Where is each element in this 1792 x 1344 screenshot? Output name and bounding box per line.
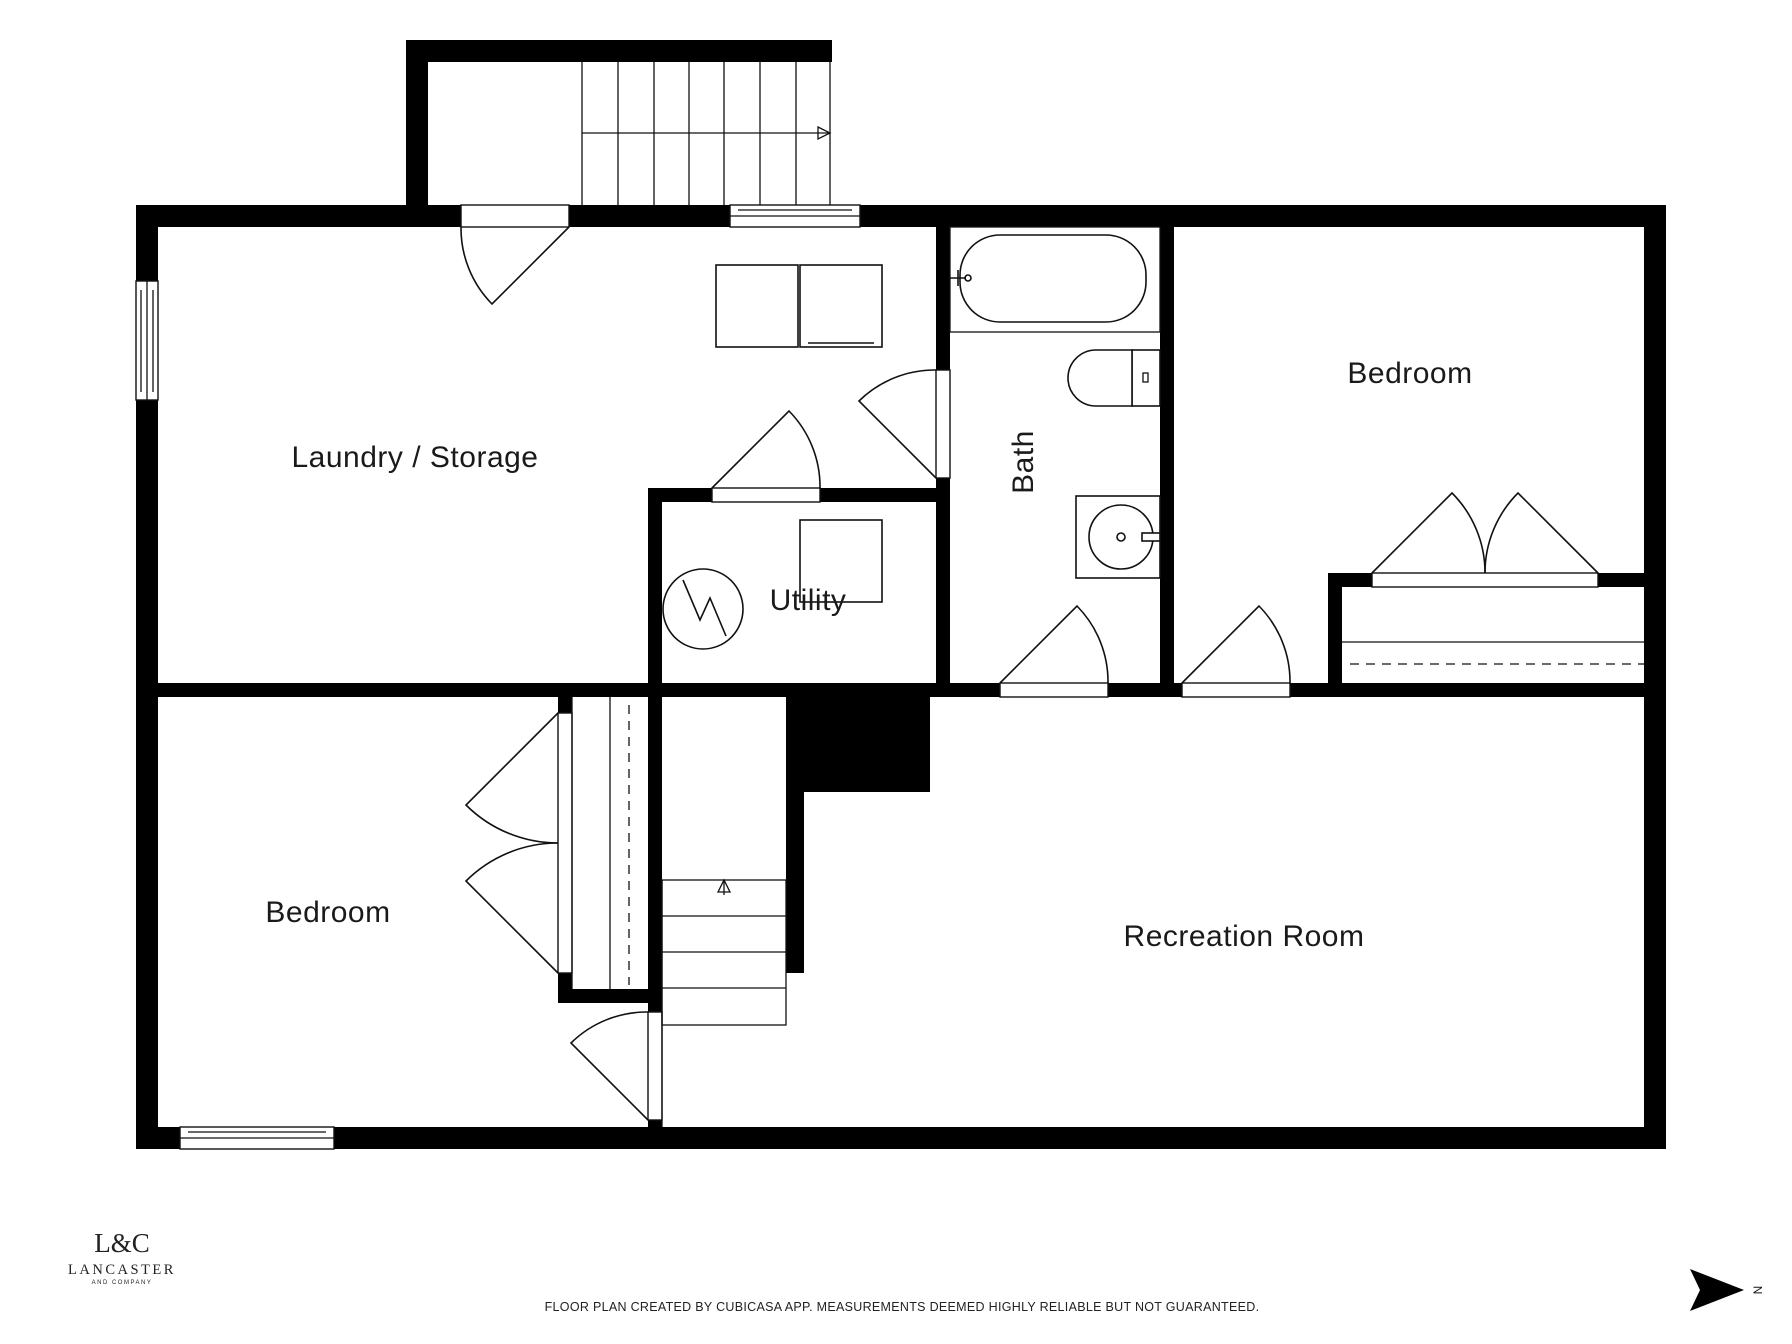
water-heater-icon — [662, 568, 744, 650]
wall-exterior-east — [1644, 205, 1666, 1149]
label-utility: Utility — [770, 584, 847, 617]
washer-icon — [715, 264, 799, 348]
wall-stair-enclosure-left — [406, 40, 428, 227]
label-bedroom-west: Bedroom — [265, 896, 390, 929]
wall-bath-east — [1160, 205, 1174, 697]
toilet-tank-icon — [1131, 349, 1161, 407]
stairs-upper — [581, 62, 832, 205]
wall-exterior-south — [136, 1127, 1666, 1149]
label-bath: Bath — [1007, 430, 1040, 494]
door-swing-west-closet-bottom — [464, 842, 559, 974]
logo-name: LANCASTER — [68, 1262, 176, 1278]
walls — [136, 40, 1666, 1149]
door-swing-laundry-east — [857, 369, 937, 479]
fixtures — [571, 226, 1644, 989]
compass: N — [1690, 1269, 1765, 1311]
door-openings — [460, 204, 1599, 1121]
door-gap-stair — [460, 204, 570, 228]
wall-exterior-west — [136, 205, 158, 1149]
door-swing-stair — [460, 226, 570, 306]
chimney-block — [786, 697, 930, 973]
door-swing-bedroom-west — [569, 1011, 649, 1121]
door-gap-laundry-east — [935, 369, 951, 479]
wall-west-closet-bottom — [558, 989, 662, 1003]
label-laundry-storage: Laundry / Storage — [292, 441, 539, 474]
windows — [135, 204, 861, 1150]
door-swing-closet-east-right — [1484, 491, 1599, 574]
door-swing-closet-east-left — [1371, 491, 1486, 574]
company-logo: L&C LANCASTER AND COMPANY — [68, 1228, 176, 1286]
wall-stair-enclosure-top — [406, 40, 832, 62]
door-gap-west-closet — [557, 712, 573, 974]
disclaimer-text: FLOOR PLAN CREATED BY CUBICASA APP. MEAS… — [545, 1300, 1260, 1314]
stairs-lower — [661, 878, 787, 1127]
north-label: N — [1751, 1286, 1765, 1295]
faucet-icon — [950, 270, 966, 286]
wall-exterior-north — [136, 205, 1666, 227]
wall-utility-left — [648, 488, 662, 697]
door-swing-bath — [999, 604, 1109, 684]
door-swing-utility — [711, 409, 821, 489]
wall-closet-left — [1328, 573, 1342, 697]
door-swings — [460, 226, 1599, 1121]
door-swing-bedroom-east — [1181, 604, 1291, 684]
dryer-icon — [799, 264, 883, 348]
toilet-icon — [1067, 349, 1133, 407]
door-gap-bedroom-east — [1181, 682, 1291, 698]
stair-direction-arrow-icon — [817, 125, 832, 141]
door-gap-utility — [711, 487, 821, 503]
stair-up-arrow-icon — [716, 878, 732, 893]
label-recreation-room: Recreation Room — [1124, 920, 1365, 953]
door-gap-bedroom-west — [647, 1011, 663, 1121]
door-gap-bath — [999, 682, 1109, 698]
logo-monogram: L&C — [94, 1228, 150, 1258]
furnace-icon — [799, 519, 883, 603]
door-swing-west-closet-top — [464, 712, 559, 844]
north-arrow-icon — [1690, 1269, 1744, 1311]
room-labels: Laundry / Storage Utility Bath Bedroom B… — [265, 357, 1472, 953]
logo-tagline: AND COMPANY — [92, 1280, 153, 1286]
wall-interior-middle — [136, 683, 1666, 697]
label-bedroom-east: Bedroom — [1347, 357, 1472, 390]
door-gap-closet-east — [1371, 572, 1599, 588]
bathtub-icon — [959, 234, 1147, 323]
